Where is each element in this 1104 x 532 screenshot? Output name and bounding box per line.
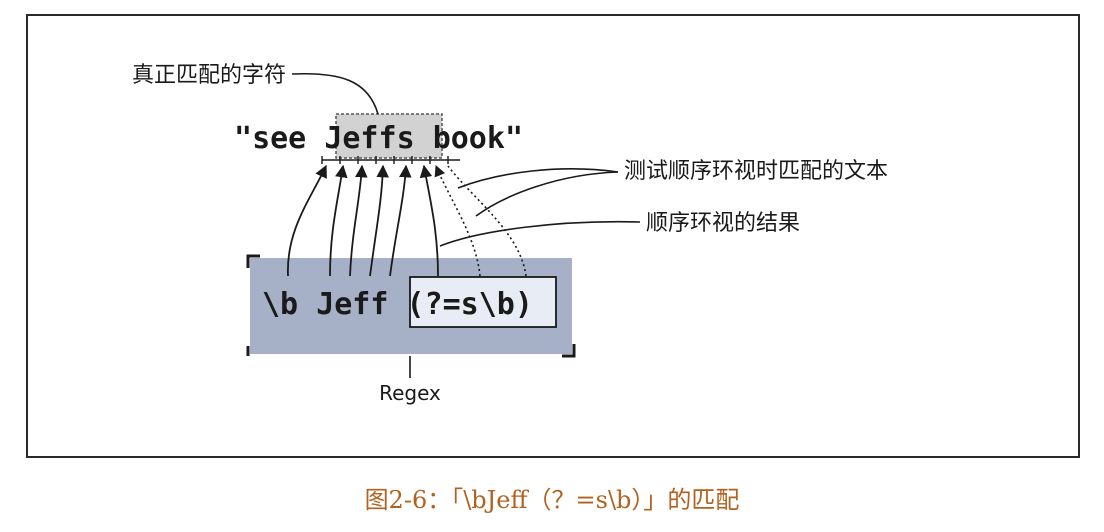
target-quote-open: " [234,121,252,156]
match-arrows [287,164,439,277]
lookahead-text-leaders [457,168,619,217]
target-string: "see Jeffs book" [234,121,523,156]
matched-chars-label: 真正匹配的字符 [132,63,286,88]
position-ticks [321,156,460,164]
regex-lookahead: (?=s\b) [407,287,533,322]
lookahead-result-leader [439,220,641,247]
lookahead-result-label: 顺序环视的结果 [646,211,800,236]
matched-text-highlight [335,113,443,159]
regex-label: Regex [379,381,441,405]
lookahead-box [409,276,557,328]
target-word-book: book [433,121,505,156]
regex-literal-jeff: Jeff [316,287,388,322]
matched-chars-leader [291,72,379,115]
regex-word-boundary: \b [262,287,298,322]
lookahead-text-label: 测试顺序环视时匹配的文本 [624,159,888,184]
diagram-frame [26,14,1080,458]
regex-box-corners [246,254,576,358]
target-word-jeff: Jeff [324,121,396,156]
target-word-see: see [252,121,306,156]
regex-text: \b Jeff (?=s\b) [262,287,533,322]
lookahead-test-arrows [434,164,527,277]
target-quote-close: " [505,121,523,156]
figure-caption: 图2-6：「\bJeff（？=s\b）」的匹配 [364,486,740,514]
target-char-s: s [397,121,415,156]
